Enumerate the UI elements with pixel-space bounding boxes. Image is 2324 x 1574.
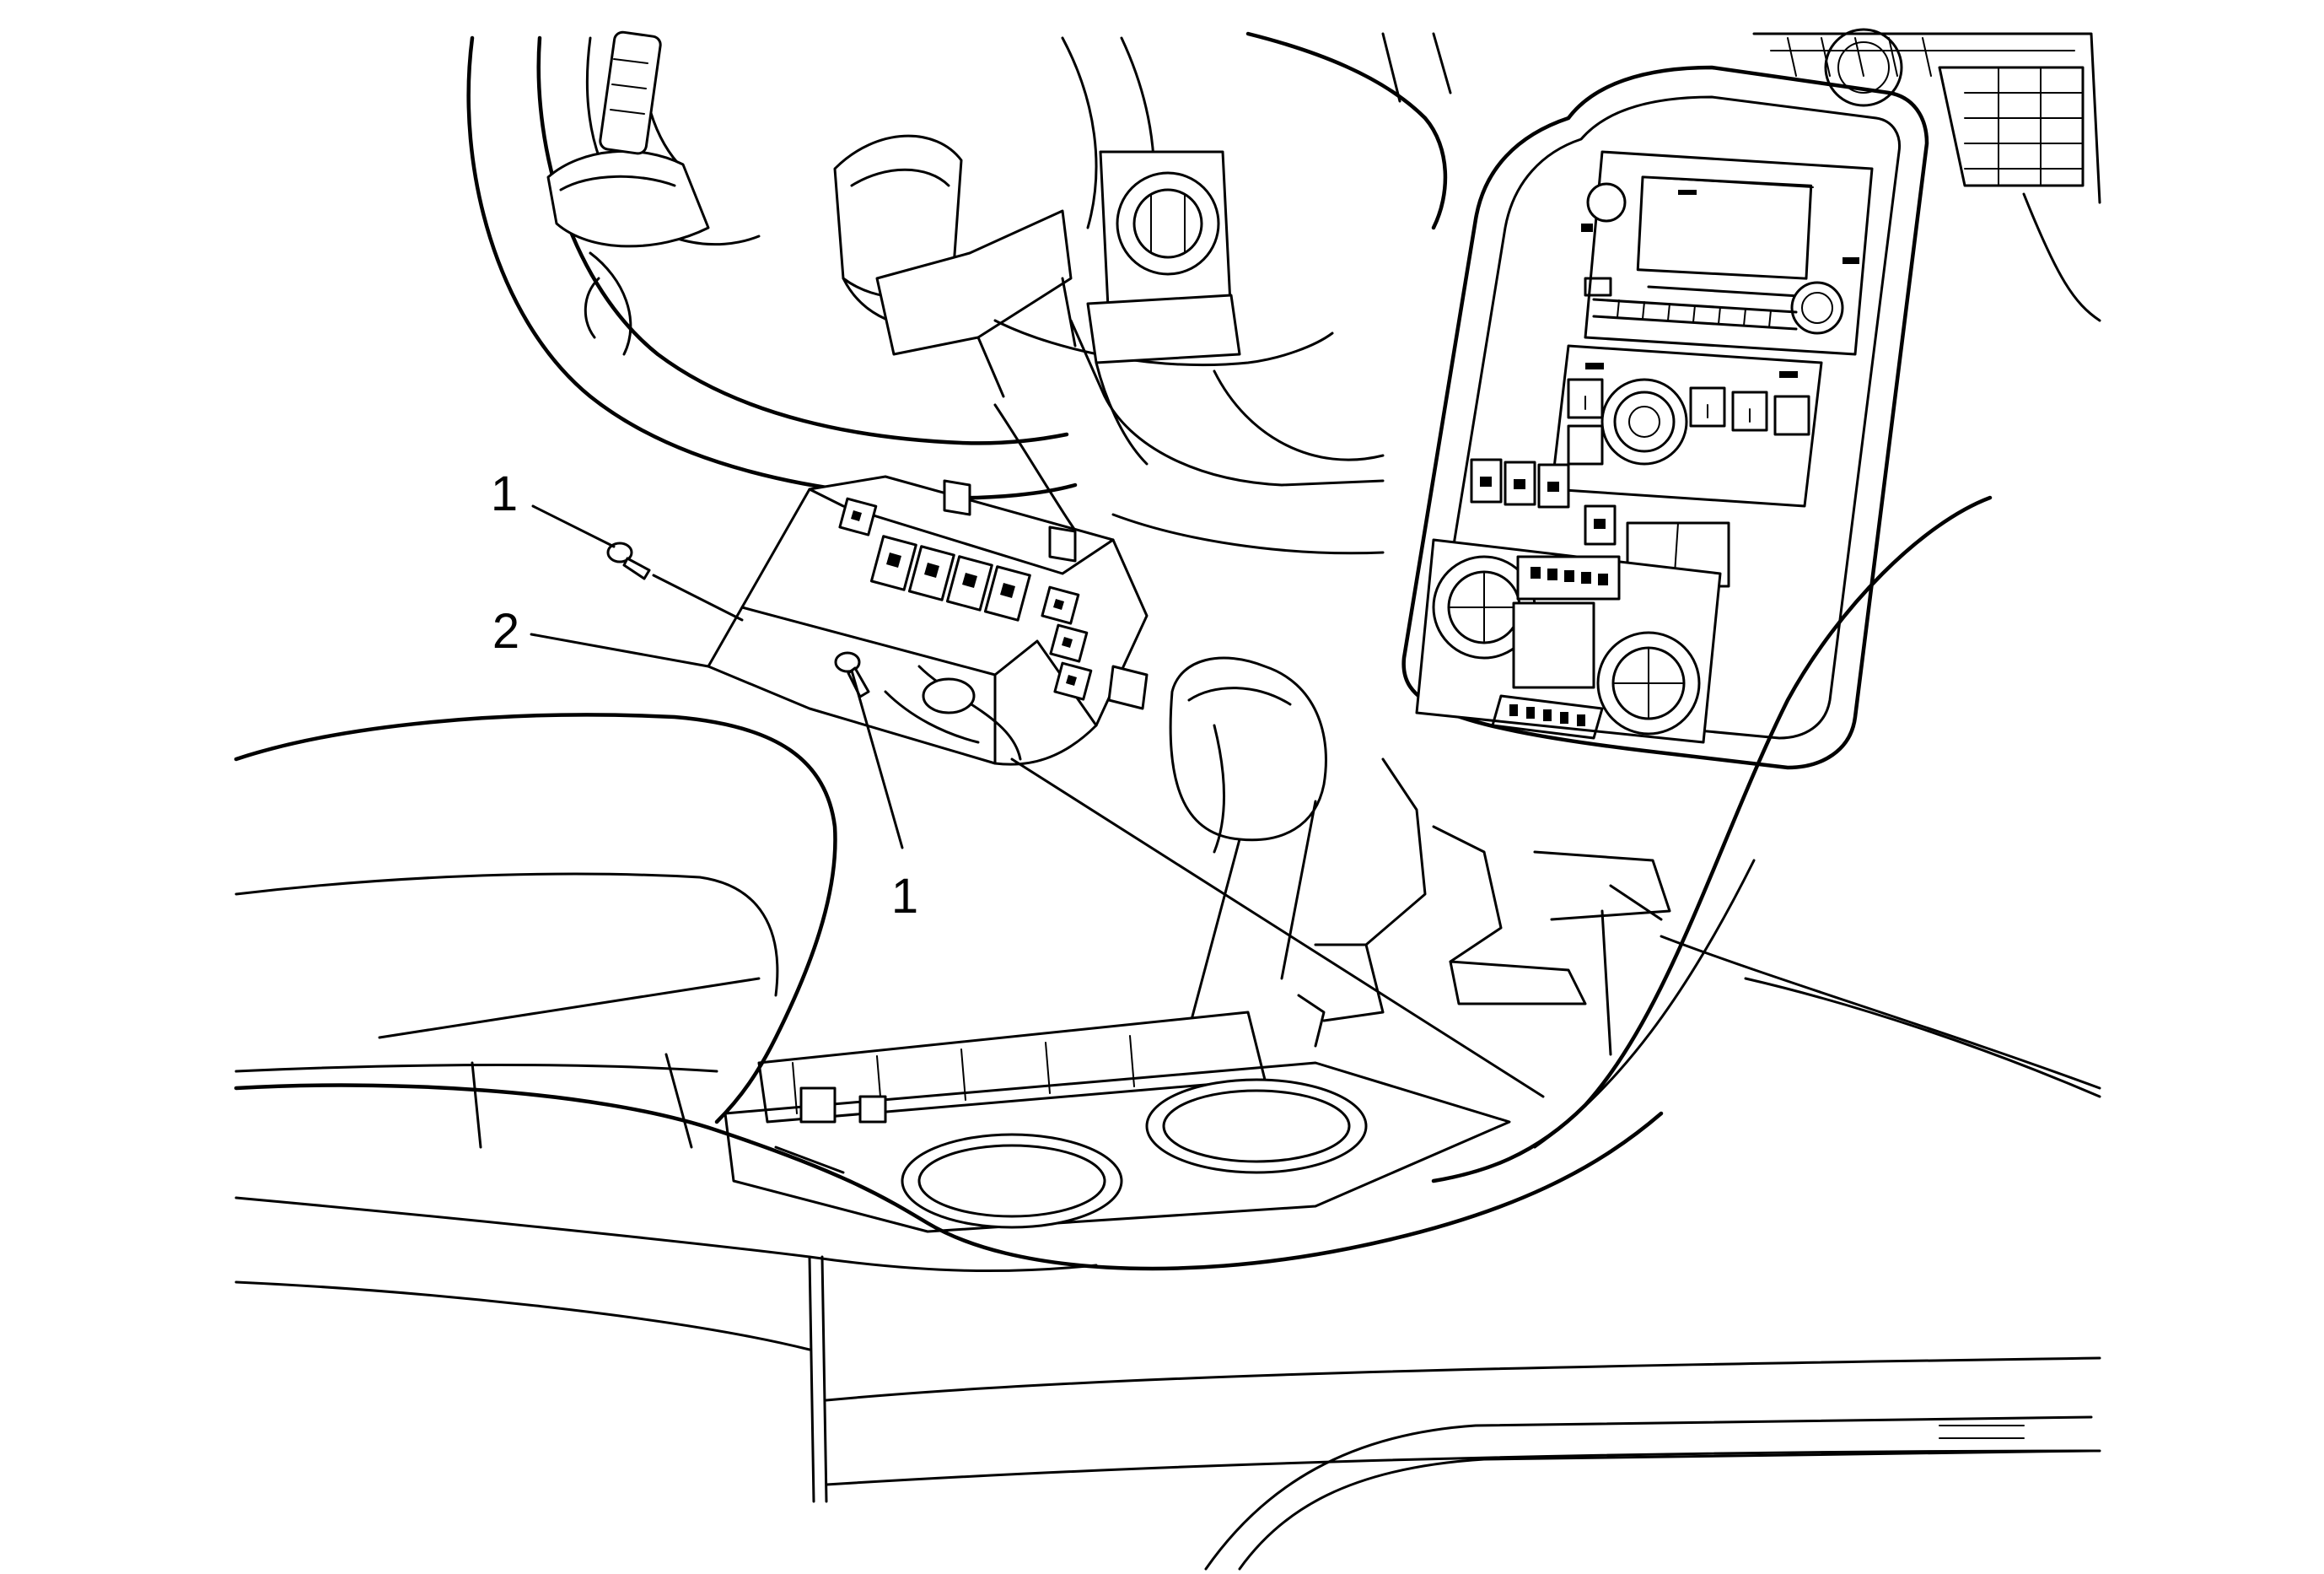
switch-bezel-assembly xyxy=(707,475,1149,766)
console-bracket xyxy=(1314,757,1671,1022)
callout-leader-lines xyxy=(530,504,1545,1098)
shift-lever xyxy=(1169,656,1327,1077)
callout-label-upper-screw: 1 xyxy=(491,466,518,521)
hvac-control-panel xyxy=(1415,538,1722,744)
callout-label-bezel: 2 xyxy=(492,604,519,659)
cd-player-unit xyxy=(1550,344,1823,508)
cup-holder-assembly xyxy=(724,994,1511,1233)
floor-console xyxy=(234,495,2101,1571)
air-vent-right xyxy=(1752,28,2101,322)
steering-wheel xyxy=(466,30,1156,500)
driver-seat xyxy=(234,713,837,1149)
center-stack xyxy=(1401,65,1929,770)
callout-label-lower-screw: 1 xyxy=(891,869,918,924)
upper-screw xyxy=(606,542,651,580)
dashboard-upper xyxy=(993,31,1452,555)
callout-labels: 1 2 1 xyxy=(491,466,918,924)
radio-head-unit xyxy=(1581,150,1874,356)
